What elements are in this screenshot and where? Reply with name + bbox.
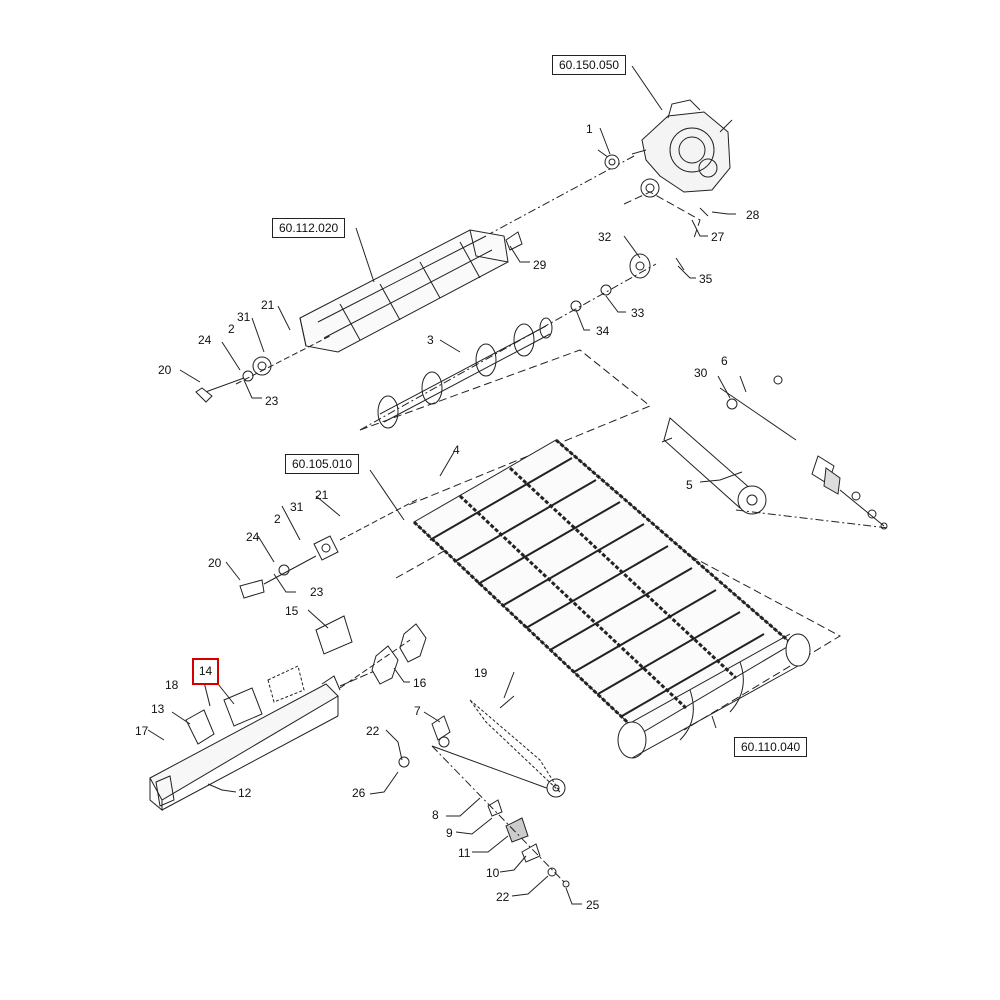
part-label-20-lower[interactable]: 20 [208, 556, 222, 570]
ref-box-drum[interactable]: 60.112.020 [272, 218, 346, 238]
part-label-16[interactable]: 16 [413, 676, 427, 690]
slat-conveyor-drawing [412, 438, 793, 736]
part-label-4[interactable]: 4 [453, 443, 460, 457]
part-label-2-lower[interactable]: 2 [274, 512, 281, 526]
part-label-17[interactable]: 17 [135, 724, 149, 738]
part-label-22-lower[interactable]: 22 [496, 890, 510, 904]
ref-box-conveyor[interactable]: 60.105.010 [285, 454, 360, 474]
part-label-22-upper[interactable]: 22 [366, 724, 380, 738]
part-label-21-lower[interactable]: 21 [315, 488, 329, 502]
part-label-30[interactable]: 30 [694, 366, 708, 380]
part-label-11[interactable]: 11 [458, 846, 471, 860]
part-label-34[interactable]: 34 [596, 324, 610, 338]
sprocket-shaft-drawing [377, 317, 553, 429]
part-label-15[interactable]: 15 [285, 604, 299, 618]
part-label-9[interactable]: 9 [446, 826, 453, 840]
part-label-24-upper[interactable]: 24 [198, 333, 212, 347]
part-label-6[interactable]: 6 [721, 354, 728, 368]
part-label-1[interactable]: 1 [586, 122, 593, 136]
part-label-33[interactable]: 33 [631, 306, 645, 320]
part-label-13[interactable]: 13 [151, 702, 165, 716]
part-label-7[interactable]: 7 [414, 704, 421, 718]
part-label-19[interactable]: 19 [474, 666, 488, 680]
part-label-8[interactable]: 8 [432, 808, 439, 822]
beam-assembly-drawing [149, 615, 353, 812]
part-label-5[interactable]: 5 [686, 478, 693, 492]
part-label-23-upper[interactable]: 23 [265, 394, 279, 408]
part-label-3[interactable]: 3 [427, 333, 434, 347]
ref-box-rollers[interactable]: 60.110.040 [734, 737, 808, 757]
part-label-18[interactable]: 18 [165, 678, 179, 692]
part-label-32[interactable]: 32 [598, 230, 612, 244]
part-label-2-upper[interactable]: 2 [228, 322, 235, 336]
part-label-23-lower[interactable]: 23 [310, 585, 324, 599]
drum-housing-drawing [299, 229, 509, 353]
part-label-26[interactable]: 26 [352, 786, 366, 800]
part-label-29[interactable]: 29 [533, 258, 547, 272]
part-label-25[interactable]: 25 [586, 898, 600, 912]
ref-box-gearbox[interactable]: 60.150.050 [552, 55, 627, 75]
part-label-21-upper[interactable]: 21 [261, 298, 275, 312]
part-label-14-highlighted[interactable]: 14 [192, 658, 219, 685]
roller-set-drawing [617, 633, 811, 759]
part-label-20-upper[interactable]: 20 [158, 363, 172, 377]
gearbox-drawing [631, 99, 733, 198]
part-label-27[interactable]: 27 [711, 230, 725, 244]
part-label-10[interactable]: 10 [486, 866, 500, 880]
part-label-12[interactable]: 12 [238, 786, 252, 800]
part-label-24-lower[interactable]: 24 [246, 530, 260, 544]
part-label-31-lower[interactable]: 31 [290, 500, 304, 514]
part-label-28[interactable]: 28 [746, 208, 760, 222]
part-label-31-upper[interactable]: 31 [237, 310, 251, 324]
part-label-35[interactable]: 35 [699, 272, 713, 286]
